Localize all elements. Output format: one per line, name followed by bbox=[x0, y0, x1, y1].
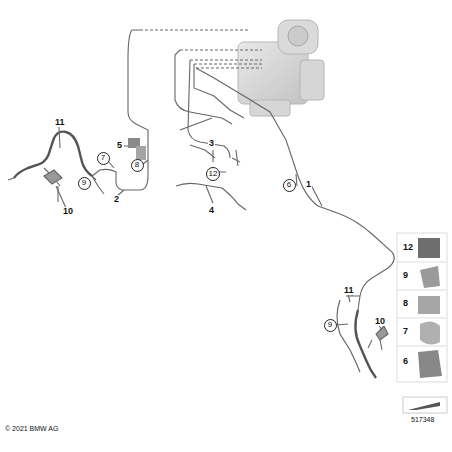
callout-number: 10 bbox=[62, 207, 74, 216]
hydraulic-unit bbox=[238, 20, 324, 116]
note-text: 517348 bbox=[410, 416, 435, 423]
callout-circle: 6 bbox=[283, 179, 296, 192]
callout-circle: 7 bbox=[97, 152, 110, 165]
callout-number: 6 bbox=[402, 357, 409, 366]
callout-circle: 9 bbox=[324, 319, 337, 332]
callout-number: 7 bbox=[402, 327, 409, 336]
callout-number: 12 bbox=[402, 243, 414, 252]
parts-icon-column bbox=[397, 233, 447, 413]
callout-number: 9 bbox=[328, 321, 332, 329]
callout-number: 7 bbox=[101, 154, 105, 162]
callout-number: 11 bbox=[54, 118, 66, 127]
callout-circle: 9 bbox=[78, 177, 91, 190]
callout-circle: 8 bbox=[131, 159, 144, 172]
callout-circle: 12 bbox=[206, 167, 220, 181]
note-text: © 2021 BMW AG bbox=[4, 425, 59, 432]
callout-number: 5 bbox=[116, 141, 123, 150]
callout-number: 6 bbox=[287, 181, 291, 189]
callout-number: 3 bbox=[208, 139, 215, 148]
callout-number: 9 bbox=[402, 271, 409, 280]
callout-number: 1 bbox=[305, 180, 312, 189]
callout-number: 12 bbox=[209, 170, 218, 178]
callout-number: 4 bbox=[208, 206, 215, 215]
callout-number: 8 bbox=[402, 299, 409, 308]
callout-number: 9 bbox=[82, 179, 86, 187]
brake-pipes bbox=[8, 30, 394, 378]
clip-part bbox=[128, 138, 146, 160]
callout-number: 10 bbox=[374, 317, 386, 326]
callout-number: 8 bbox=[135, 161, 139, 169]
callout-number: 11 bbox=[343, 286, 355, 295]
callout-number: 2 bbox=[113, 195, 120, 204]
